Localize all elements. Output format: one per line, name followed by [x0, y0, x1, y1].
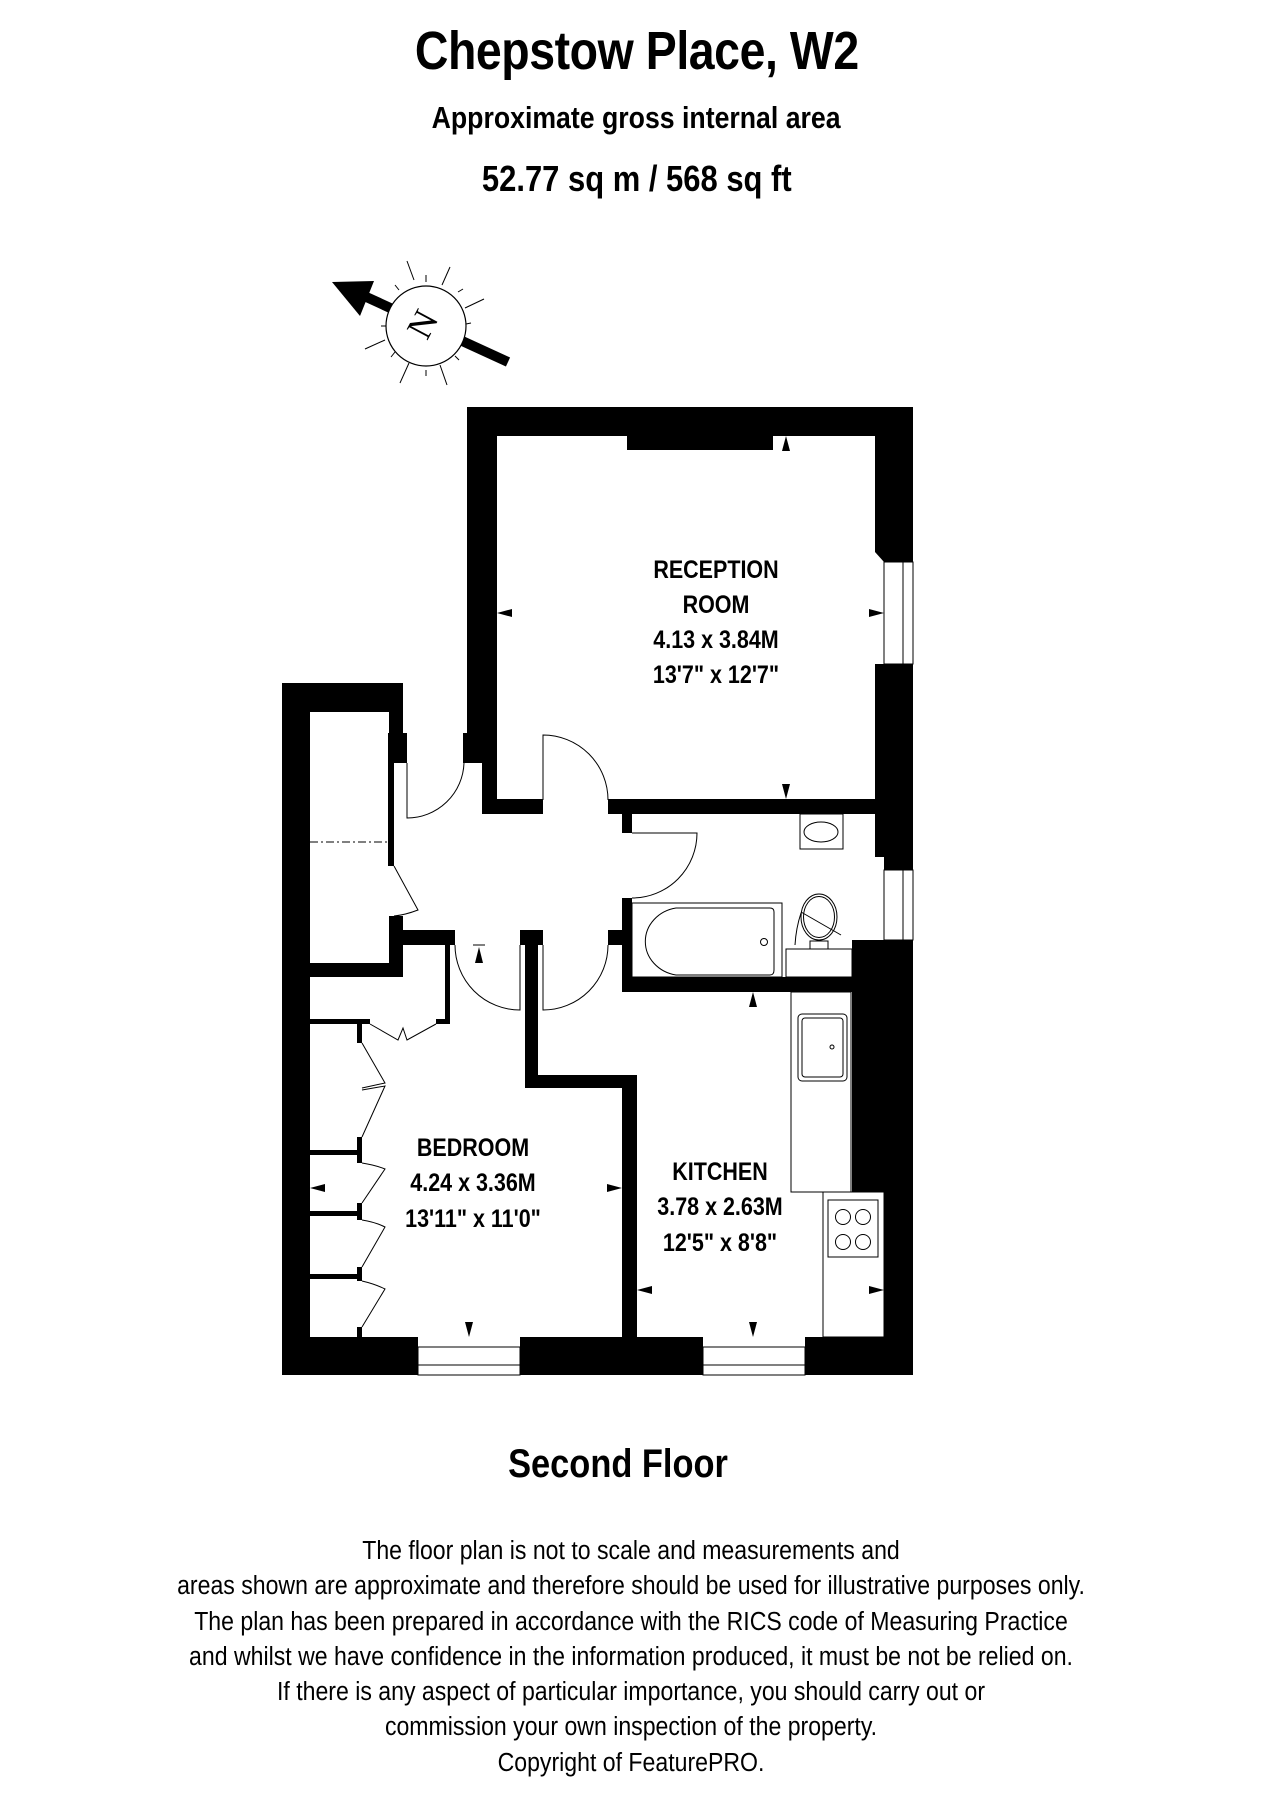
disclaimer-line: commission your own inspection of the pr…: [384, 1713, 878, 1742]
dimension-arrows: [310, 436, 884, 1337]
room-name: ROOM: [683, 590, 750, 618]
disclaimer-line: and whilst we have confidence in the inf…: [189, 1642, 1073, 1671]
room-dimensions-metric: 4.13 x 3.84M: [653, 625, 778, 653]
north-arrow-compass-icon: N: [332, 260, 511, 386]
room-dimensions-metric: 3.78 x 2.63M: [657, 1192, 782, 1220]
disclaimer-line: If there is any aspect of particular imp…: [276, 1678, 986, 1707]
room-name: RECEPTION: [653, 555, 778, 583]
copyright: Copyright of FeaturePRO.: [497, 1748, 765, 1777]
room-label-reception: RECEPTION ROOM 4.13 x 3.84M 13'7" x 12'7…: [653, 555, 779, 688]
room-name: KITCHEN: [672, 1157, 767, 1185]
hob-icon: [827, 1199, 879, 1258]
room-label-kitchen: KITCHEN 3.78 x 2.63M 12'5" x 8'8": [657, 1157, 782, 1256]
wash-basin-icon: [799, 813, 844, 850]
property-title: Chepstow Place, W2: [414, 21, 859, 81]
room-label-bedroom: BEDROOM 4.24 x 3.36M 13'11" x 11'0": [405, 1133, 541, 1232]
kitchen-fixtures: [790, 991, 885, 1338]
toilet-icon: [800, 893, 838, 941]
room-name: BEDROOM: [417, 1133, 529, 1161]
disclaimer-line: The plan has been prepared in accordance…: [194, 1607, 1068, 1636]
room-dimensions-imperial: 12'5" x 8'8": [663, 1228, 777, 1256]
walls: [282, 407, 913, 1375]
doors: [310, 734, 698, 1328]
windows: [417, 561, 914, 1376]
room-dimensions-imperial: 13'11" x 11'0": [405, 1204, 541, 1232]
disclaimer-line: The floor plan is not to scale and measu…: [362, 1537, 900, 1565]
bath-icon: [631, 902, 783, 978]
floor-label: Second Floor: [508, 1442, 728, 1486]
disclaimer-line: areas shown are approximate and therefor…: [177, 1572, 1085, 1601]
area-caption: Approximate gross internal area: [431, 100, 841, 135]
room-dimensions-imperial: 13'7" x 12'7": [653, 660, 779, 688]
kitchen-sink-icon: [797, 1013, 848, 1082]
gross-internal-area: 52.77 sq m / 568 sq ft: [481, 158, 792, 199]
room-dimensions-metric: 4.24 x 3.36M: [410, 1168, 535, 1196]
disclaimer: The floor plan is not to scale and measu…: [60, 1534, 1202, 1781]
bathroom-fixtures: [631, 813, 853, 978]
